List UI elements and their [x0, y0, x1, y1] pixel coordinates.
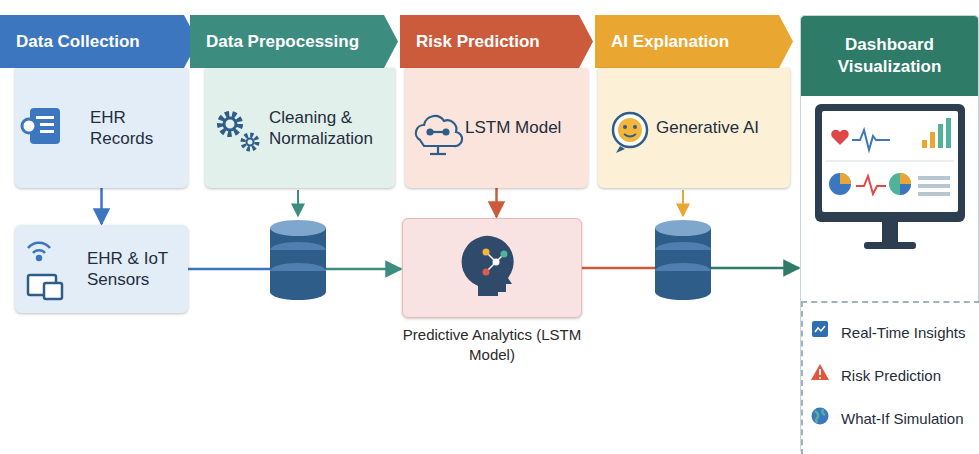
database-cylinder — [270, 220, 326, 300]
box-label: LSTM Model — [465, 117, 561, 138]
flow-arrow — [188, 269, 401, 270]
stage-title: Data Prepocessing — [206, 32, 359, 52]
panel-header: Dashboard Visualization — [801, 16, 978, 96]
stage-header: Data Collection — [0, 15, 198, 68]
brain-head-icon — [462, 236, 514, 296]
list-icons — [811, 321, 829, 425]
flow-arrow — [297, 190, 299, 216]
connector-line — [683, 267, 799, 270]
dashboard-panel: Dashboard VisualizationReal-Time Insight… — [800, 15, 979, 454]
process-box: Generative AI — [598, 68, 790, 188]
stage-title: AI Explanation — [611, 32, 729, 52]
flow-arrow — [101, 188, 102, 224]
panel-title: Dashboard Visualization — [801, 34, 978, 78]
stage-header: Data Prepocessing — [190, 15, 398, 68]
flow-arrow — [496, 188, 497, 217]
process-box: Cleaning & Normalization — [205, 68, 395, 188]
flow-arrow — [582, 268, 799, 269]
box-label: EHR & IoT Sensors — [87, 248, 182, 291]
feature-item: Risk Prediction — [803, 354, 979, 397]
box-label: Cleaning & Normalization — [269, 107, 389, 150]
process-box: EHR Records — [15, 68, 188, 188]
feature-item: Real-Time Insights — [803, 311, 979, 354]
feature-item: What-If Simulation — [803, 397, 979, 440]
network-icon — [416, 116, 462, 154]
gears-icon — [220, 114, 257, 149]
box-label: Generative AI — [656, 117, 759, 138]
stage-title: Risk Prediction — [416, 32, 540, 52]
process-box: EHR & IoT Sensors — [15, 225, 188, 313]
stage-header: Risk Prediction — [400, 15, 593, 68]
connector-line — [100, 188, 103, 224]
connector-line — [495, 188, 498, 217]
box-caption: Predictive Analytics (LSTM Model) — [383, 325, 601, 366]
flow-arrow — [682, 190, 684, 216]
box-label: EHR Records — [90, 107, 182, 150]
sensor-icon — [28, 243, 62, 299]
database-cylinder — [655, 220, 711, 300]
feature-list: Real-Time InsightsRisk PredictionWhat-If… — [801, 301, 979, 454]
process-box: Predictive Analytics (LSTM Model) — [402, 218, 582, 318]
stage-header: AI Explanation — [595, 15, 793, 68]
monitor-illustration — [815, 104, 965, 249]
connector-line — [188, 268, 298, 271]
chatbot-icon — [613, 113, 647, 153]
record-icon — [22, 108, 60, 144]
connector-line — [582, 267, 683, 270]
process-box: LSTM Model — [405, 68, 588, 188]
stage-title: Data Collection — [16, 32, 140, 52]
connector-line — [298, 268, 401, 271]
